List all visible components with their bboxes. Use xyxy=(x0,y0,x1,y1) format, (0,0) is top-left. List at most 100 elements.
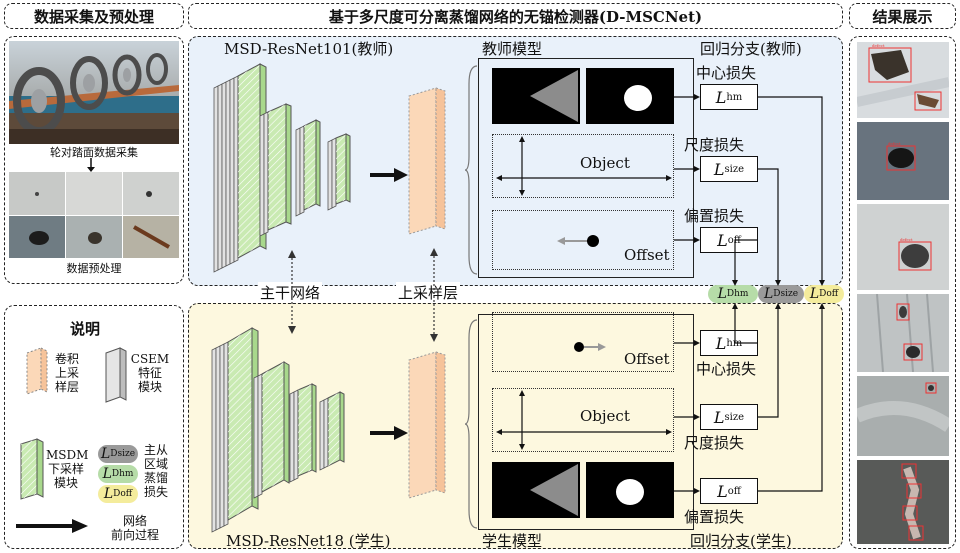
student-loss-off-sub: off xyxy=(727,485,741,497)
distill-pill-doff-sub: Doff xyxy=(819,289,839,299)
upsample-layer-label: 上采样层 xyxy=(396,282,461,303)
legend-forward-text: 网络 前向过程 xyxy=(110,514,159,542)
teacher-upsample-block xyxy=(408,87,446,235)
student-backbone-stack xyxy=(211,327,345,533)
wheel-photo xyxy=(9,41,179,145)
student-object-arrows xyxy=(496,390,672,450)
teacher-forward-arrow xyxy=(370,168,408,182)
legend-distill-text: 主从 区域 蒸馏 损失 xyxy=(143,443,168,499)
teacher-offset-text: Offset xyxy=(624,246,670,264)
result-image-1: defect xyxy=(857,42,949,118)
legend-pill-dsize-L: L xyxy=(100,446,111,462)
teacher-object-box xyxy=(492,134,674,198)
legend-pill-doff-L: L xyxy=(103,486,114,502)
legend-pill-dsize-sub: Dsize xyxy=(110,449,136,459)
caption-preprocess: 数据预处理 xyxy=(66,262,122,275)
header-dmscnet-text: 基于多尺度可分离蒸馏网络的无锚检测器(D-MSCNet) xyxy=(328,7,703,26)
header-results: 结果展示 xyxy=(849,3,956,29)
distill-pill-doff-L: L xyxy=(809,286,820,302)
distill-pill-dhm-sub: Dhm xyxy=(726,289,749,299)
student-loss-hm-sub: hm xyxy=(726,337,743,349)
data-collection-panel xyxy=(4,36,184,284)
teacher-loss-hm-label: 中心损失 xyxy=(696,64,757,82)
student-loss-off-label: 偏置损失 xyxy=(684,508,745,526)
teacher-loss-size-L: L xyxy=(713,159,725,179)
result-image-3: defect xyxy=(857,204,949,290)
teacher-offset-arrow xyxy=(557,235,599,247)
student-backbone-label: MSD-ResNet18 (学生) xyxy=(226,532,391,550)
legend-msdm-text: MSDM 下采样 模块 xyxy=(46,448,89,490)
teacher-branch-label: 回归分支(教师) xyxy=(700,40,802,58)
teacher-loss-size-sub: size xyxy=(724,163,745,175)
legend-csem-text: CSEM 特征 模块 xyxy=(130,352,170,394)
teacher-heatmap-triangle xyxy=(492,68,580,124)
wheel-c xyxy=(112,54,142,96)
teacher-object-arrows xyxy=(496,136,672,196)
teacher-loss-size-label: 尺度损失 xyxy=(684,136,745,154)
teacher-backbone-stack xyxy=(213,63,351,273)
student-object-box xyxy=(492,388,674,452)
result-1-tag-a: defect xyxy=(872,43,885,48)
teacher-object-text: Object xyxy=(580,154,630,172)
student-loss-size-L: L xyxy=(713,407,725,427)
teacher-backbone-label: MSD-ResNet101(教师) xyxy=(224,40,394,58)
header-data-collection-text: 数据采集及预处理 xyxy=(33,7,154,26)
legend-forward-arrow xyxy=(16,519,88,533)
legend-upsample-text: 卷积 上采 样层 xyxy=(54,352,79,394)
result-image-2: defect xyxy=(857,122,949,200)
student-model-label: 学生模型 xyxy=(482,532,543,550)
student-heatmap-circle xyxy=(586,462,674,518)
down-arrow xyxy=(87,158,95,172)
teacher-loss-off-sub: off xyxy=(727,234,741,246)
result-3-tag: defect xyxy=(900,237,913,242)
legend-pill-dhm-sub: Dhm xyxy=(111,469,134,479)
teacher-loss-hm-L: L xyxy=(715,87,727,107)
teacher-layer-gray xyxy=(213,75,239,273)
student-branch-label: 回归分支(学生) xyxy=(690,532,792,550)
teacher-model-label: 教师模型 xyxy=(482,40,543,58)
result-image-5 xyxy=(857,376,949,456)
legend-pill-doff-sub: Doff xyxy=(113,489,133,499)
header-data-collection: 数据采集及预处理 xyxy=(4,3,184,29)
teacher-heads-frame xyxy=(478,58,694,278)
student-forward-arrow xyxy=(370,426,408,440)
legend-msdm-icon xyxy=(20,438,44,500)
student-loss-hm-L: L xyxy=(715,333,727,353)
student-loss-size-label: 尺度损失 xyxy=(684,434,745,452)
wheel-d xyxy=(146,53,168,85)
legend-panel xyxy=(4,305,184,549)
caption-collection: 轮对踏面数据采集 xyxy=(9,144,179,160)
student-brace xyxy=(465,319,478,529)
result-image-4 xyxy=(857,294,949,372)
student-offset-box xyxy=(492,312,674,372)
student-upsample-block xyxy=(408,351,446,499)
teacher-loss-off-label: 偏置损失 xyxy=(684,207,745,225)
teacher-loss-hm-sub: hm xyxy=(726,91,743,103)
legend-csem-icon xyxy=(105,347,127,403)
header-dmscnet: 基于多尺度可分离蒸馏网络的无锚检测器(D-MSCNet) xyxy=(188,3,843,29)
teacher-heatmap-circle xyxy=(586,68,674,124)
student-loss-hm-label: 中心损失 xyxy=(696,360,757,378)
student-object-text: Object xyxy=(580,407,630,425)
preprocessed-grid xyxy=(9,172,179,258)
result-image-6 xyxy=(857,460,949,544)
legend-title: 说明 xyxy=(70,320,101,338)
student-heads-frame xyxy=(478,314,694,530)
results-panel xyxy=(849,36,956,549)
legend-upsample-icon xyxy=(26,347,48,395)
student-offset-arrow xyxy=(574,342,606,352)
wheel-b xyxy=(70,56,108,110)
student-loss-size-sub: size xyxy=(724,411,745,423)
student-loss-off-L: L xyxy=(717,481,728,501)
legend-pill-dhm-L: L xyxy=(102,466,112,482)
teacher-offset-box xyxy=(492,210,674,270)
